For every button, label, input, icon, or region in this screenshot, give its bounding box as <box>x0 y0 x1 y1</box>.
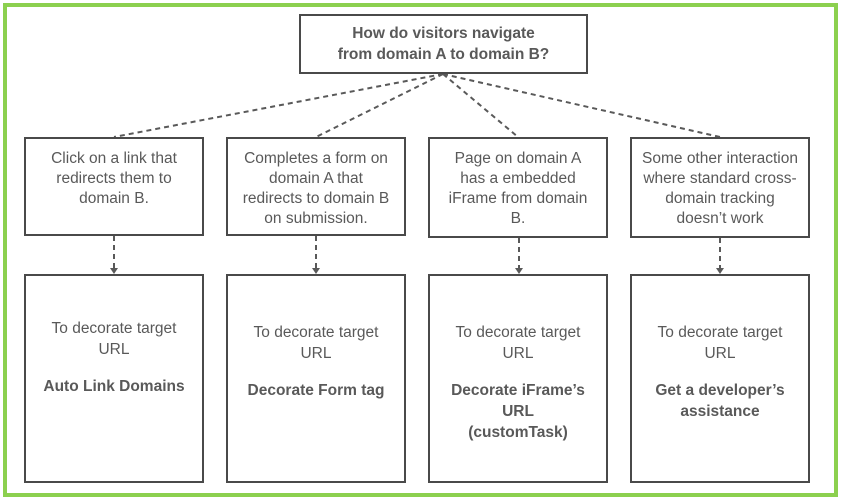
result-solution-line: (customTask) <box>468 424 568 441</box>
result-box-decorate-form: To decorate target URL Decorate Form tag <box>226 274 406 483</box>
arrowhead-2 <box>312 268 320 274</box>
option-text-line: has a embedded <box>460 170 576 187</box>
option-text-line: iFrame from domain <box>448 190 588 207</box>
result-box-decorate-iframe: To decorate target URL Decorate iFrame’s… <box>428 274 608 483</box>
option-text-line: Click on a link that <box>51 150 177 167</box>
option-text-line: Page on domain A <box>454 150 582 167</box>
option-box-form-submit: Completes a form on domain A that redire… <box>226 137 406 236</box>
arrowhead-1 <box>110 268 118 274</box>
option-box-link-click: Click on a link that redirects them to d… <box>24 137 204 236</box>
option-text-line: where standard cross- <box>643 170 797 187</box>
option-text-line: redirects to domain B <box>242 190 390 207</box>
result-solution-line: Auto Link Domains <box>43 378 185 395</box>
result-solution-line: Get a developer’s <box>655 382 785 399</box>
diagram-frame <box>3 3 838 497</box>
arrowhead-3 <box>515 268 523 274</box>
result-solution-line: Decorate iFrame’s <box>451 382 585 399</box>
result-intro-line: URL <box>98 341 130 358</box>
result-intro-line: To decorate target <box>51 320 177 337</box>
option-text-line: domain A that <box>269 170 363 187</box>
result-intro-line: To decorate target <box>455 324 581 341</box>
connector-question-option-1 <box>113 73 444 138</box>
result-box-auto-link: To decorate target URL Auto Link Domains <box>24 274 204 483</box>
option-text-line: redirects them to <box>56 170 172 187</box>
connector-question-option-2 <box>315 73 444 138</box>
result-intro-line: To decorate target <box>657 324 783 341</box>
option-text-line: Completes a form on <box>244 150 388 167</box>
option-text-line: on submission. <box>264 210 368 227</box>
result-intro-line: URL <box>300 345 332 362</box>
option-box-other-interaction: Some other interaction where standard cr… <box>630 137 810 238</box>
option-text-line: doesn’t work <box>676 210 764 227</box>
connector-question-option-3 <box>442 73 519 138</box>
result-intro-line: URL <box>502 345 534 362</box>
option-text-line: domain tracking <box>665 190 775 207</box>
result-solution-line: URL <box>502 403 534 420</box>
option-box-iframe: Page on domain A has a embedded iFrame f… <box>428 137 608 238</box>
result-intro-line: URL <box>704 345 736 362</box>
arrowhead-4 <box>716 268 724 274</box>
option-text-line: domain B. <box>79 190 149 207</box>
result-box-developer-assistance: To decorate target URL Get a developer’s… <box>630 274 810 483</box>
result-solution-line: assistance <box>680 403 760 420</box>
connector-question-option-4 <box>442 73 721 138</box>
question-line-1: How do visitors navigate <box>352 25 535 42</box>
question-box: How do visitors navigate from domain A t… <box>299 14 588 74</box>
result-intro-line: To decorate target <box>253 324 379 341</box>
option-text-line: Some other interaction <box>642 150 798 167</box>
option-text-line: B. <box>510 210 526 227</box>
result-solution-line: Decorate Form tag <box>247 382 385 399</box>
question-line-2: from domain A to domain B? <box>337 46 550 63</box>
